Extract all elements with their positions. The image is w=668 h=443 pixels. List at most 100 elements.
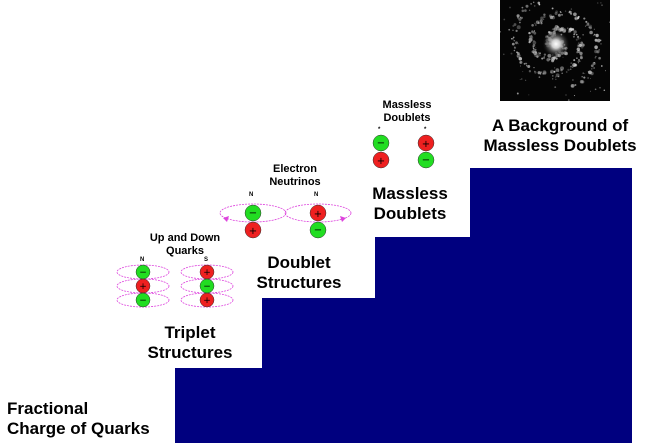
galaxy-star [515,29,518,33]
galaxy-star [580,45,584,49]
galaxy-star [532,40,537,45]
galaxy-star [579,79,584,84]
galaxy-star [516,53,521,58]
minus-sign: − [377,138,385,149]
galaxy-star [537,71,541,75]
galaxy-star [576,47,580,51]
galaxy-star [538,53,541,57]
galaxy-star [530,3,532,5]
galaxy-star [555,10,558,14]
doublet-right: + − [284,203,352,239]
galaxy-star [518,17,522,21]
galaxy-star [600,2,602,4]
galaxy-star [570,8,573,10]
massless-doublet-diagram: − + + − [372,134,435,169]
galaxy-star [565,94,567,96]
plus-sign: + [314,209,322,220]
quarks-triplet-diagram: − + − + − + [116,264,234,308]
galaxy-star [573,95,576,97]
galaxy-star [550,71,553,73]
galaxy-star [508,28,511,31]
galaxy-star [589,26,592,30]
galaxy-star [560,11,562,14]
galaxy-star [574,17,577,20]
galaxy-star [591,68,593,70]
pole-label: N [140,257,145,263]
galaxy-star [572,63,575,66]
galaxy-star [587,24,589,26]
galaxy-star [542,18,545,21]
galaxy-star [601,4,603,6]
galaxy-star [528,37,533,42]
galaxy-star [559,27,564,32]
galaxy-star [535,47,537,49]
galaxy-star [594,49,598,54]
staircase-steps [175,168,632,443]
galaxy-star [599,39,602,42]
galaxy-star [554,67,556,69]
galaxy-star [538,76,541,78]
galaxy-star [525,79,527,81]
galaxy-star [582,72,584,74]
triplet-right: + − + [180,264,234,308]
galaxy-star [533,5,536,7]
galaxy-star [552,78,554,80]
minus-sign: − [249,208,257,219]
galaxy-star [572,66,574,68]
galaxy-star [574,83,577,87]
galaxy-star [528,70,532,73]
galaxy-star [572,35,575,38]
label-background-massless-doublets: A Background of Massless Doublets [483,116,637,155]
galaxy-star [576,36,580,39]
galaxy-star [512,29,514,32]
galaxy-star [596,38,601,43]
galaxy-star [519,79,521,80]
galaxy-star [557,75,560,78]
galaxy-star [579,56,583,60]
neutrino-doublet-diagram: − + + − [219,203,352,239]
galaxy-star [511,37,514,40]
galaxy-star [598,56,601,60]
galaxy-star [552,15,554,18]
galaxy-star [577,60,580,63]
galaxy-star [589,30,593,35]
galaxy-star [519,62,522,64]
plus-sign: + [422,139,430,150]
galaxy-star [525,63,528,65]
galaxy-star [533,30,536,32]
galaxy-star [533,31,537,35]
galaxy-star [561,13,563,16]
galaxy-star [594,45,598,49]
galaxy-star [600,43,602,45]
galaxy-star [577,17,580,20]
galaxy-star [543,13,546,16]
galaxy-star [533,48,537,52]
galaxy-star [530,36,534,40]
galaxy-star [549,58,551,61]
plus-sign: + [203,296,211,306]
galaxy-star [581,43,585,47]
galaxy-star [543,55,546,58]
quarks-title: Up and Down Quarks [149,232,221,257]
massless-right: + − [417,134,435,169]
label-doublet-structures: Doublet Structures [256,253,342,292]
galaxy-star [598,49,600,51]
galaxy-star [594,56,597,59]
galaxy-star [543,71,547,75]
galaxy-star [570,84,575,88]
galaxy-star [521,6,524,9]
galaxy-star [571,85,574,88]
galaxy-star [516,56,519,58]
galaxy-star [554,12,558,15]
galaxy-star [546,58,550,62]
galaxy-star [585,20,588,23]
galaxy-star [513,46,517,50]
galaxy-star [599,87,601,89]
galaxy-star [537,1,541,5]
galaxy-star [577,35,579,38]
galaxy-star [513,39,516,42]
galaxy-star [539,52,541,55]
galaxy-star [542,56,546,59]
galaxy-star [568,29,572,33]
galaxy-star [516,14,520,18]
